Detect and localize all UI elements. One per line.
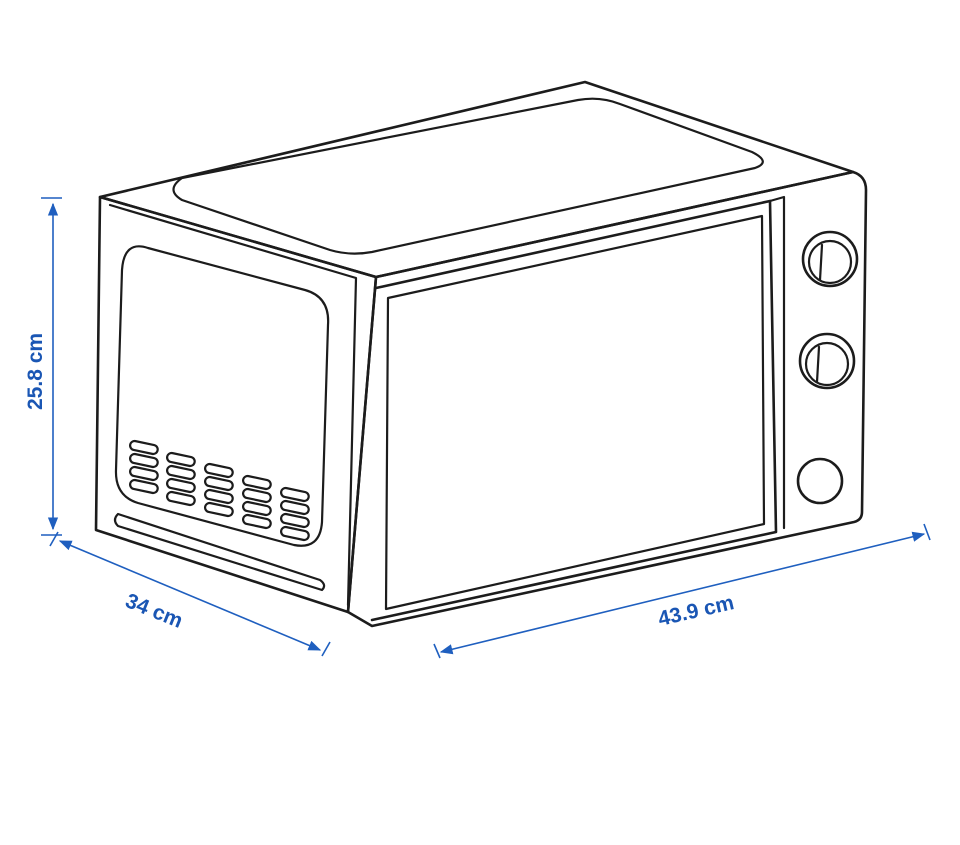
dial-knob-icon [798, 332, 856, 390]
side-bottom-rail [113, 512, 326, 592]
vent-slot [166, 477, 196, 494]
vent-slot [129, 465, 159, 482]
vent-slot [242, 474, 272, 491]
vent-slot [242, 513, 272, 530]
vent-slot [242, 500, 272, 517]
top-face-panel [172, 97, 764, 255]
vent-slot [129, 452, 159, 469]
door-window [384, 214, 766, 611]
vent-slot [280, 525, 310, 542]
vent-slot [166, 464, 196, 481]
vent-slot [280, 499, 310, 516]
round-button-icon [796, 457, 844, 505]
vent-slot [242, 487, 272, 504]
side-vents [129, 439, 310, 542]
vent-slot [129, 439, 159, 456]
microwave-illustration [94, 80, 868, 628]
front-face [346, 170, 868, 628]
vent-slot [129, 478, 159, 495]
vent-slot [166, 451, 196, 468]
vent-slot [204, 488, 234, 505]
height-dimension: 25.8 cm [24, 197, 62, 536]
vent-slot [280, 512, 310, 529]
control-panel-edge [768, 195, 786, 530]
vent-slot [204, 462, 234, 479]
dial-knob-icon [801, 230, 859, 288]
left-side-face [94, 195, 378, 614]
vent-slot [280, 486, 310, 503]
left-side-inner-edge [108, 203, 358, 607]
vent-slot [166, 490, 196, 507]
top-face [98, 80, 855, 279]
height-label: 25.8 cm [24, 333, 47, 410]
depth-dimension: 34 cm [49, 531, 331, 657]
vent-slot [204, 475, 234, 492]
depth-label: 34 cm [122, 589, 186, 633]
vent-slot [204, 501, 234, 518]
